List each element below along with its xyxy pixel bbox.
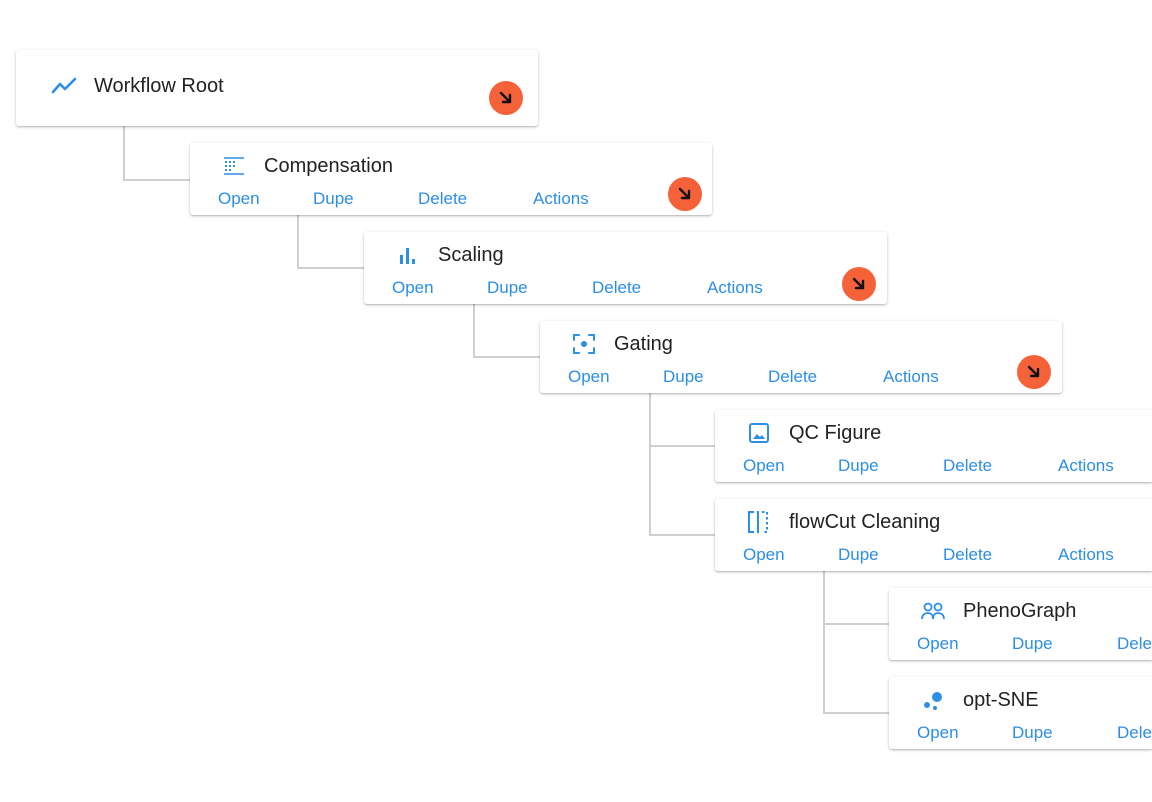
open-link[interactable]: Open	[743, 545, 785, 564]
node-flowcut-cleaning[interactable]: flowCut Cleaning Open Dupe Delete Action…	[715, 499, 1152, 571]
open-link[interactable]: Open	[917, 723, 959, 742]
actions-link[interactable]: Actions	[1058, 456, 1114, 475]
people-group-icon	[919, 599, 947, 623]
node-header: Workflow Root	[50, 73, 224, 99]
connector-gating-qcfigure	[649, 392, 715, 447]
workflow-root-node[interactable]: Workflow Root	[16, 50, 538, 126]
delete-link[interactable]: Dele	[1117, 634, 1152, 653]
scatter-dots-icon	[919, 688, 947, 712]
dupe-link[interactable]: Dupe	[487, 278, 528, 297]
expand-button[interactable]	[1017, 355, 1051, 389]
node-compensation[interactable]: Compensation Open Dupe Delete Actions	[190, 143, 712, 215]
node-qc-figure[interactable]: QC Figure Open Dupe Delete Actions	[715, 410, 1152, 482]
node-title: flowCut Cleaning	[789, 510, 941, 533]
delete-link[interactable]: Delete	[592, 278, 642, 297]
node-header: PhenoGraph	[919, 598, 1076, 624]
node-header: opt-SNE	[919, 687, 1039, 713]
delete-link[interactable]: Delete	[768, 367, 818, 386]
arrow-down-right-icon	[678, 187, 691, 200]
dupe-link[interactable]: Dupe	[313, 189, 354, 208]
delete-link[interactable]: Delete	[418, 189, 468, 208]
node-title: Workflow Root	[94, 74, 224, 97]
node-title: QC Figure	[789, 421, 882, 444]
node-title: PhenoGraph	[963, 599, 1077, 622]
bar-chart-icon	[394, 243, 422, 267]
grid-table-icon	[220, 154, 248, 178]
arrow-down-right-icon	[1027, 365, 1040, 378]
connector-flowcut-phenograph	[823, 570, 889, 625]
open-link[interactable]: Open	[568, 367, 610, 386]
open-link[interactable]: Open	[917, 634, 959, 653]
connector-compensation-scaling	[297, 214, 364, 269]
node-title: opt-SNE	[963, 688, 1039, 711]
node-title: Scaling	[438, 243, 504, 266]
expand-button[interactable]	[489, 81, 523, 115]
node-title: Gating	[614, 332, 673, 355]
arrow-down-right-icon	[499, 91, 512, 104]
trend-line-icon	[50, 74, 78, 98]
image-icon	[745, 421, 773, 445]
delete-link[interactable]: Delete	[943, 545, 993, 564]
node-header: Compensation	[220, 153, 393, 179]
connector-gating-flowcut	[649, 446, 715, 536]
split-bracket-icon	[745, 510, 773, 534]
node-phenograph[interactable]: PhenoGraph Open Dupe Dele	[889, 588, 1152, 660]
node-gating[interactable]: Gating Open Dupe Delete Actions	[540, 321, 1062, 393]
node-title: Compensation	[264, 154, 393, 177]
actions-link[interactable]: Actions	[707, 278, 763, 297]
dupe-link[interactable]: Dupe	[1012, 723, 1053, 742]
connector-flowcut-optsne	[823, 624, 889, 714]
node-header: flowCut Cleaning	[745, 509, 940, 535]
connector-scaling-gating	[473, 303, 540, 358]
actions-link[interactable]: Actions	[533, 189, 589, 208]
delete-link[interactable]: Delete	[943, 456, 993, 475]
node-scaling[interactable]: Scaling Open Dupe Delete Actions	[364, 232, 887, 304]
open-link[interactable]: Open	[743, 456, 785, 475]
expand-button[interactable]	[668, 177, 702, 211]
node-header: QC Figure	[745, 420, 881, 446]
connector-root-compensation	[123, 126, 190, 181]
dupe-link[interactable]: Dupe	[838, 456, 879, 475]
node-header: Gating	[570, 331, 673, 357]
actions-link[interactable]: Actions	[883, 367, 939, 386]
node-header: Scaling	[394, 242, 504, 268]
dupe-link[interactable]: Dupe	[1012, 634, 1053, 653]
expand-button[interactable]	[842, 267, 876, 301]
actions-link[interactable]: Actions	[1058, 545, 1114, 564]
dupe-link[interactable]: Dupe	[663, 367, 704, 386]
delete-link[interactable]: Dele	[1117, 723, 1152, 742]
dupe-link[interactable]: Dupe	[838, 545, 879, 564]
node-opt-sne[interactable]: opt-SNE Open Dupe Dele	[889, 677, 1152, 749]
open-link[interactable]: Open	[392, 278, 434, 297]
open-link[interactable]: Open	[218, 189, 260, 208]
arrow-down-right-icon	[852, 277, 865, 290]
focus-frame-icon	[570, 332, 598, 356]
